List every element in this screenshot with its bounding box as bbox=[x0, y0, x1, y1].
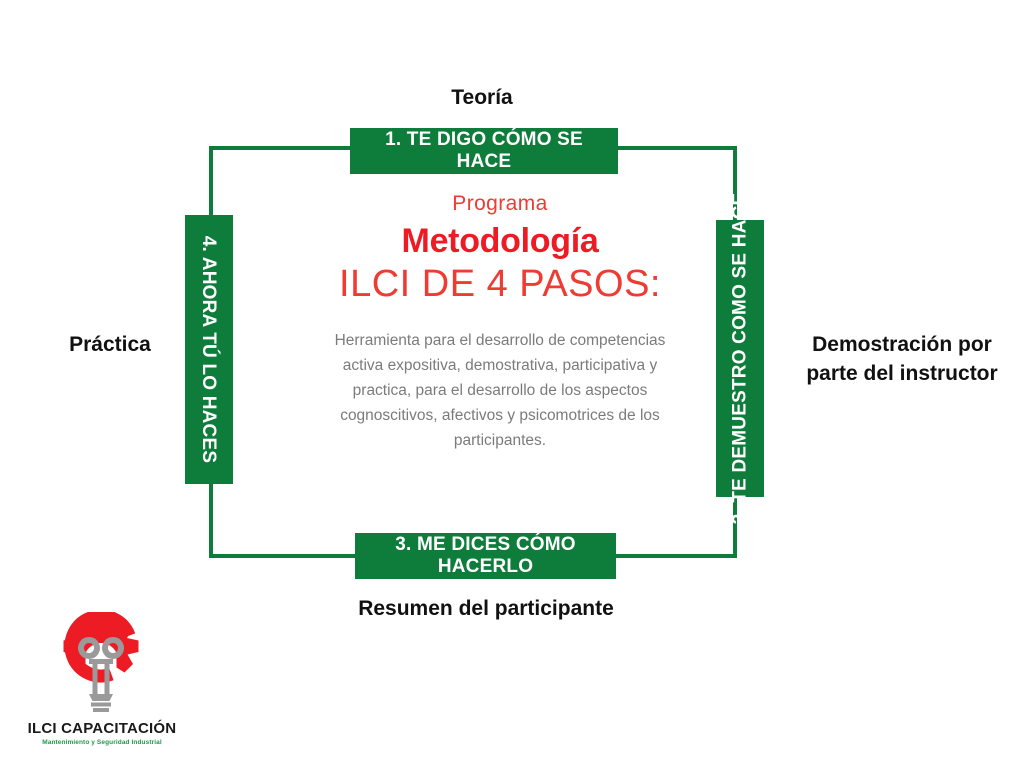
step-box-4[interactable]: 4. AHORA TÚ LO HACES bbox=[185, 215, 233, 484]
outer-label-demostracion: Demostración por parte del instructor bbox=[782, 330, 1022, 388]
step-box-1[interactable]: 1. TE DIGO CÓMO SE HACE bbox=[350, 128, 618, 174]
center-description: Herramienta para el desarrollo de compet… bbox=[334, 332, 666, 449]
step-2-label: 2. TE DEMUESTRO COMO SE HACE bbox=[729, 192, 751, 525]
gear-lightbulb-icon bbox=[44, 609, 158, 716]
step-4-label: 4. AHORA TÚ LO HACES bbox=[198, 235, 220, 464]
logo-tagline: Mantenimiento y Seguridad Industrial bbox=[42, 739, 162, 746]
outer-label-practica: Práctica bbox=[69, 333, 151, 356]
center-eyebrow: Programa bbox=[452, 192, 548, 215]
step-box-2[interactable]: 2. TE DEMUESTRO COMO SE HACE bbox=[716, 193, 764, 524]
step-1-label: 1. TE DIGO CÓMO SE HACE bbox=[385, 129, 583, 172]
outer-label-demostracion-line1: Demostración por bbox=[812, 333, 992, 356]
logo-name: ILCI CAPACITACIÓN bbox=[27, 720, 177, 737]
center-text-block: Programa Metodología ILCI DE 4 PASOS: He… bbox=[320, 192, 680, 453]
outer-label-resumen: Resumen del participante bbox=[358, 597, 614, 620]
center-subtitle: ILCI DE 4 PASOS: bbox=[339, 263, 661, 305]
outer-label-demostracion-line2: parte del instructor bbox=[806, 362, 998, 385]
center-title: Metodología bbox=[401, 222, 599, 260]
step-3-label: 3. ME DICES CÓMO HACERLO bbox=[395, 534, 576, 577]
outer-label-teoria: Teoría bbox=[451, 86, 513, 109]
step-box-3[interactable]: 3. ME DICES CÓMO HACERLO bbox=[355, 533, 616, 579]
logo: ILCI CAPACITACIÓN Mantenimiento y Seguri… bbox=[22, 609, 182, 752]
